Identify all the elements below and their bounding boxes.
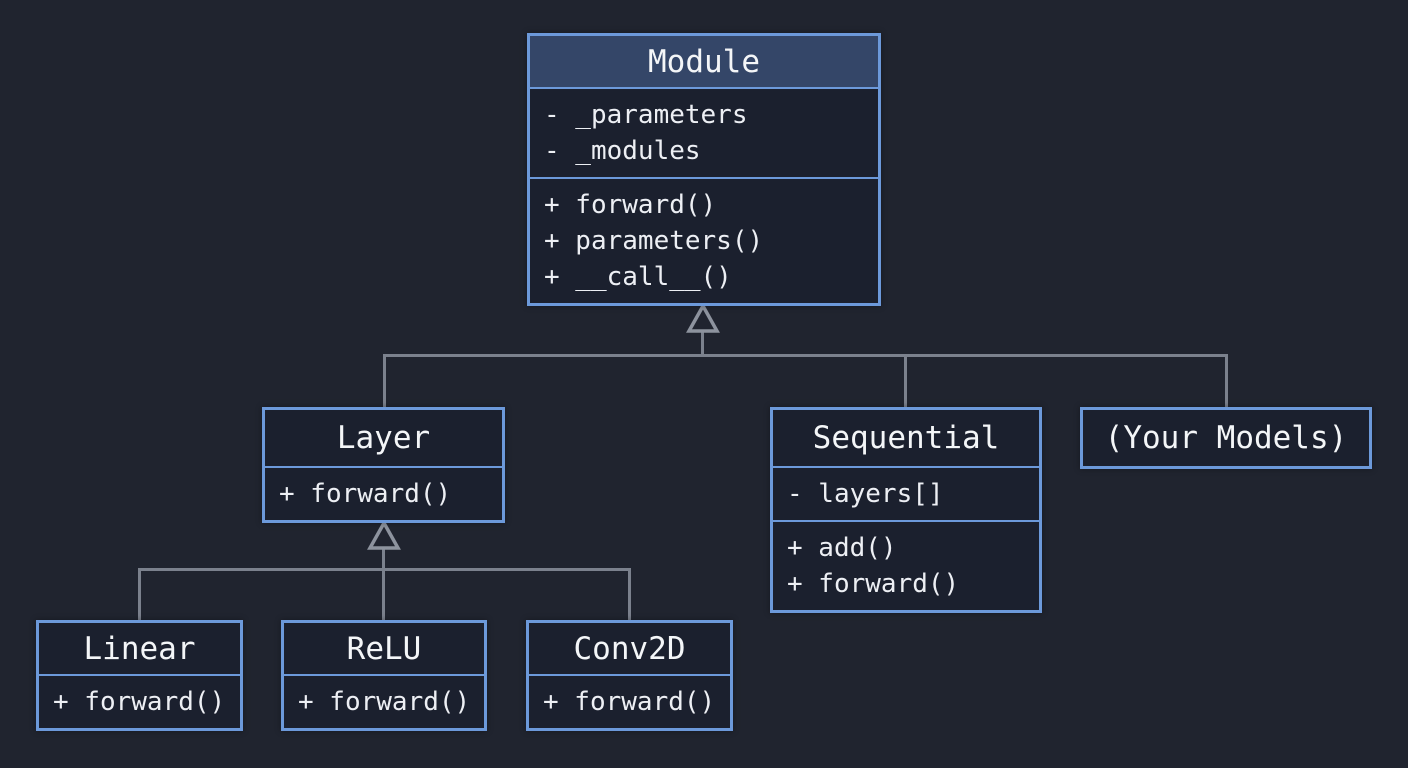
method-line: + add() — [787, 533, 897, 563]
inheritance-arrowhead-icon — [686, 303, 720, 333]
class-name-linear: Linear — [83, 630, 196, 667]
class-name-layer: Layer — [336, 420, 431, 456]
method-line: + forward() — [543, 687, 716, 717]
linear-methods-section: + forward() — [39, 674, 240, 728]
inheritance-bus-module-children — [383, 354, 1228, 357]
class-name-conv2d: Conv2D — [573, 630, 686, 667]
method-line: + forward() — [279, 479, 452, 509]
inheritance-drop-relu — [382, 568, 385, 621]
class-box-layer: Layer + forward() — [262, 407, 505, 523]
inheritance-drop-sequential — [904, 354, 907, 408]
class-box-sequential: Sequential - layers[] + add() + forward(… — [770, 407, 1042, 613]
class-name-your-models: (Your Models) — [1104, 420, 1348, 456]
class-box-conv2d: Conv2D + forward() — [526, 620, 733, 731]
sequential-attributes-section: - layers[] — [773, 466, 1039, 520]
class-box-relu: ReLU + forward() — [281, 620, 487, 731]
class-box-your-models: (Your Models) — [1080, 407, 1372, 469]
conv2d-methods-section: + forward() — [529, 674, 730, 728]
attribute-line: - layers[] — [787, 479, 944, 509]
module-methods-section: + forward() + parameters() + __call__() — [530, 177, 878, 303]
sequential-methods-section: + add() + forward() — [773, 520, 1039, 610]
inheritance-drop-linear — [138, 568, 141, 621]
inheritance-drop-your-models — [1225, 354, 1228, 408]
inheritance-stem-module — [701, 329, 704, 356]
inheritance-arrowhead-icon — [367, 520, 401, 550]
inheritance-stem-layer — [382, 546, 385, 572]
inheritance-drop-conv2d — [628, 568, 631, 621]
attribute-line: - _modules — [544, 136, 701, 166]
method-line: + forward() — [298, 687, 471, 717]
attribute-line: - _parameters — [544, 100, 748, 130]
class-box-linear: Linear + forward() — [36, 620, 243, 731]
class-name-module: Module — [530, 36, 878, 87]
method-line: + forward() — [544, 190, 717, 220]
relu-methods-section: + forward() — [284, 674, 484, 728]
class-box-module: Module - _parameters - _modules + forwar… — [527, 33, 881, 306]
method-line: + forward() — [53, 687, 226, 717]
module-attributes-section: - _parameters - _modules — [530, 87, 878, 177]
inheritance-drop-layer — [383, 354, 386, 408]
method-line: + forward() — [787, 569, 960, 599]
method-line: + __call__() — [544, 262, 732, 292]
layer-methods-section: + forward() — [265, 466, 502, 520]
class-name-relu: ReLU — [346, 630, 422, 667]
class-name-sequential: Sequential — [812, 420, 1000, 456]
method-line: + parameters() — [544, 226, 764, 256]
